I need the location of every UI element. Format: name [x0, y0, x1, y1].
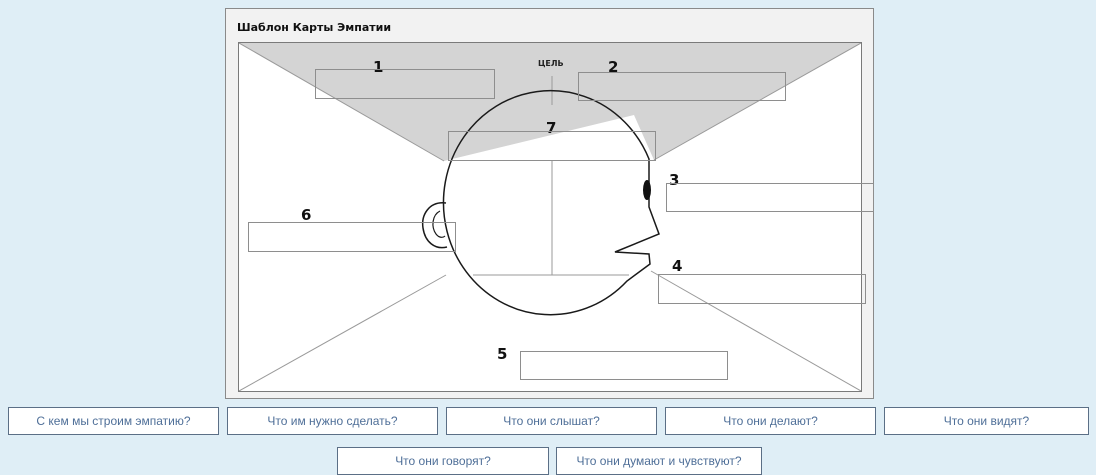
drop-zone-5[interactable]	[520, 351, 728, 380]
diagonal-bottom-left	[239, 274, 447, 391]
drop-zone-6[interactable]	[248, 222, 456, 252]
zone-number-3: 3	[669, 171, 680, 189]
eye-icon	[643, 180, 651, 200]
zone-number-1: 1	[373, 58, 384, 76]
ear-inner-icon	[432, 210, 446, 238]
ear-icon	[421, 202, 448, 249]
answer-button-do[interactable]: Что они делают?	[665, 407, 876, 435]
drop-zone-3[interactable]	[666, 183, 874, 212]
drop-zone-2[interactable]	[578, 72, 786, 101]
zone-number-2: 2	[608, 58, 619, 76]
zone-number-4: 4	[672, 257, 683, 275]
drop-zone-4[interactable]	[658, 274, 866, 304]
answer-button-hear[interactable]: Что они слышат?	[446, 407, 657, 435]
goal-label: ЦЕЛЬ	[538, 59, 564, 68]
answer-button-who[interactable]: С кем мы строим эмпатию?	[8, 407, 219, 435]
zone-number-5: 5	[497, 345, 508, 363]
diagonal-top-left	[239, 43, 445, 162]
zone-number-7: 7	[546, 119, 557, 137]
drop-zone-7[interactable]	[448, 131, 656, 161]
empathy-map-canvas: ЦЕЛЬ 1 2 3 4 5 6 7	[238, 42, 874, 392]
answer-button-need-to-do[interactable]: Что им нужно сделать?	[227, 407, 438, 435]
zone-number-6: 6	[301, 206, 312, 224]
head-outline	[442, 89, 660, 316]
drop-zone-1[interactable]	[315, 69, 495, 99]
answer-button-see[interactable]: Что они видят?	[884, 407, 1089, 435]
empathy-map-panel: Шаблон Карты Эмпатии ЦЕЛЬ 1	[225, 8, 874, 399]
map-title: Шаблон Карты Эмпатии	[237, 21, 392, 34]
diagonal-top-right	[653, 43, 861, 161]
answer-button-say[interactable]: Что они говорят?	[337, 447, 549, 475]
diagonal-bottom-right	[650, 270, 861, 391]
answer-button-think-feel[interactable]: Что они думают и чувствуют?	[556, 447, 762, 475]
